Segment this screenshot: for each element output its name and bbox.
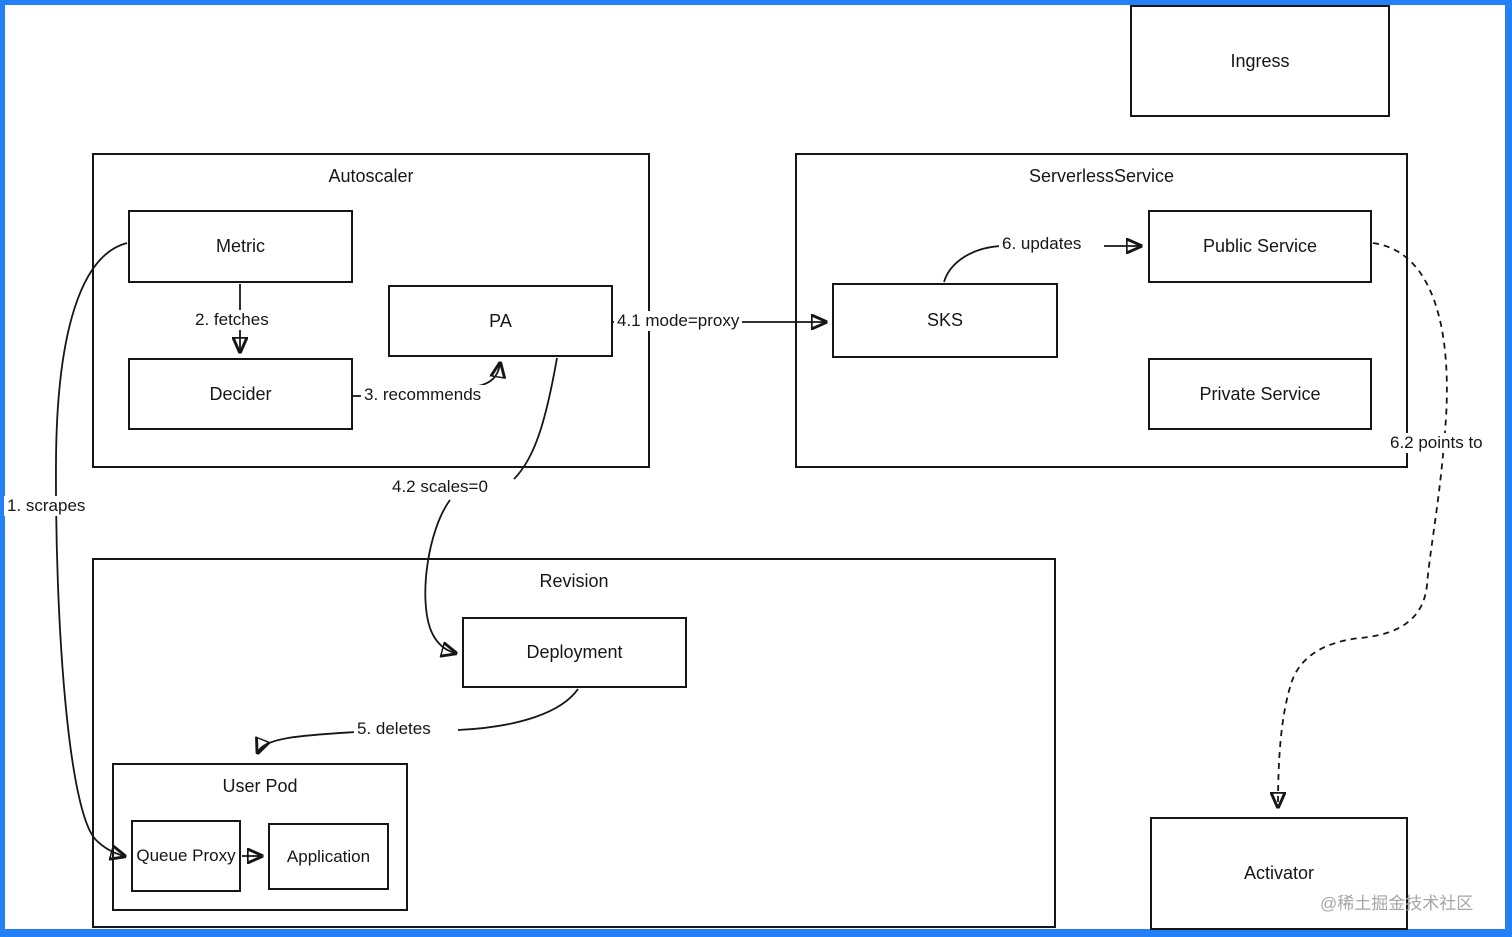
node-pa-label: PA xyxy=(489,310,512,331)
container-autoscaler-title: Autoscaler xyxy=(328,166,414,186)
edge-scrapes-path xyxy=(55,242,127,856)
edge-label-scales-zero: 4.2 scales=0 xyxy=(389,477,491,497)
edge-deletes-path xyxy=(258,731,357,752)
edge-label-recommends: 3. recommends xyxy=(361,385,485,405)
edge-label-deletes: 5. deletes xyxy=(354,719,434,739)
node-activator: Activator xyxy=(1150,817,1408,930)
node-public-service: Public Service xyxy=(1148,210,1372,283)
node-sks: SKS xyxy=(832,283,1058,358)
edge-label-fetches: 2. fetches xyxy=(192,310,272,330)
container-revision-title: Revision xyxy=(539,571,609,591)
edge-recommends-path xyxy=(477,364,500,387)
edge-updates-upper xyxy=(943,245,1001,283)
node-decider: Decider xyxy=(128,358,353,430)
watermark: @稀土掘金技术社区 xyxy=(1320,894,1474,913)
node-decider-label: Decider xyxy=(209,383,272,404)
node-private-service: Private Service xyxy=(1148,358,1372,430)
edge-deletes-upper xyxy=(457,688,579,731)
container-serverless-service-title: ServerlessService xyxy=(1028,166,1175,186)
node-metric: Metric xyxy=(128,210,353,283)
edge-label-mode-proxy: 4.1 mode=proxy xyxy=(614,311,743,331)
node-queue-proxy-label: Queue Proxy xyxy=(136,846,236,866)
node-activator-label: Activator xyxy=(1243,863,1315,884)
edge-points-to-path xyxy=(1278,242,1448,806)
container-revision: Revision xyxy=(92,558,1056,928)
node-private-service-label: Private Service xyxy=(1199,383,1321,404)
container-autoscaler: Autoscaler xyxy=(92,153,650,468)
container-user-pod-title: User Pod xyxy=(222,776,298,796)
node-metric-label: Metric xyxy=(216,236,265,257)
edge-scales-zero-path xyxy=(424,499,455,653)
node-sks-label: SKS xyxy=(926,310,964,331)
node-ingress-label: Ingress xyxy=(1230,50,1290,71)
node-deployment: Deployment xyxy=(462,617,687,688)
container-user-pod: User Pod xyxy=(112,763,408,911)
node-application-label: Application xyxy=(286,846,371,866)
node-ingress: Ingress xyxy=(1130,5,1390,117)
node-public-service-label: Public Service xyxy=(1202,236,1318,257)
edge-label-scrapes: 1. scrapes xyxy=(4,496,89,516)
edge-label-updates: 6. updates xyxy=(999,234,1085,254)
node-pa: PA xyxy=(388,285,613,357)
node-deployment-label: Deployment xyxy=(526,642,623,663)
edge-scales-zero-upper xyxy=(513,357,558,480)
node-application: Application xyxy=(268,823,389,890)
node-queue-proxy: Queue Proxy xyxy=(131,820,241,892)
container-serverless-service: ServerlessService xyxy=(795,153,1408,468)
edge-label-points-to: 6.2 points to xyxy=(1387,433,1486,453)
